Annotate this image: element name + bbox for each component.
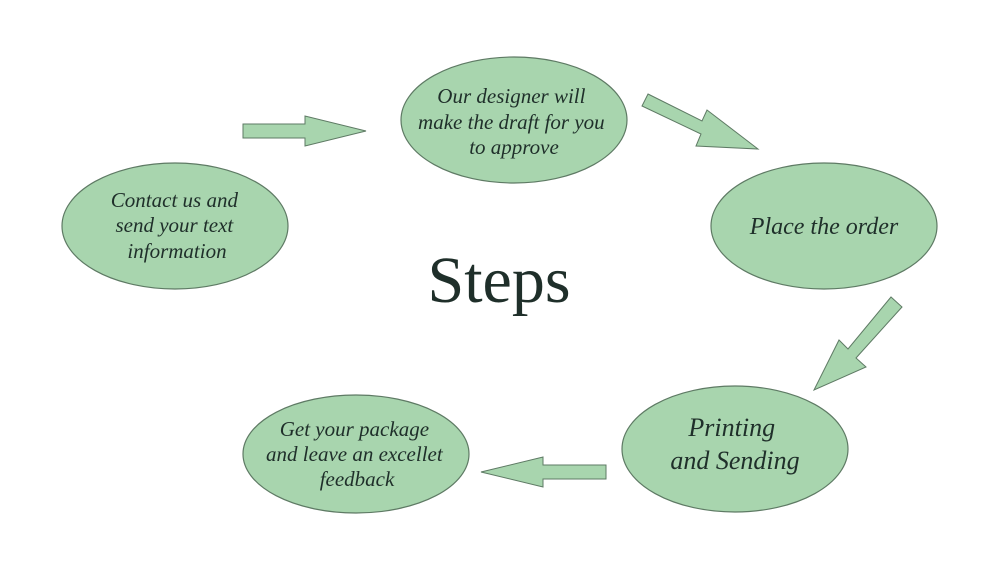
step-label-line: to approve [469, 135, 559, 159]
arrow-order-to-printing [812, 296, 903, 392]
step-designer-draft: Our designer will make the draft for you… [400, 56, 628, 184]
step-label-line: Get your package [280, 417, 429, 441]
arrow-printing-to-package [480, 456, 607, 488]
step-contact-us: Contact us and send your text informatio… [61, 162, 289, 290]
step-printing-sending: Printing and Sending [621, 385, 849, 513]
step-ellipse [242, 394, 470, 514]
step-label-line: information [127, 239, 226, 263]
arrow-designer-to-order [641, 93, 760, 150]
step-ellipse [621, 385, 849, 513]
step-label: Printing and Sending [670, 413, 799, 475]
arrow-contact-to-designer [242, 115, 367, 147]
step-label-line: make the draft for you [418, 110, 605, 134]
step-ellipse [61, 162, 289, 290]
step-label: Get your package and leave an excellet f… [266, 417, 448, 491]
step-label-line: Contact us and [111, 188, 239, 212]
step-get-package: Get your package and leave an excellet f… [242, 394, 470, 514]
step-label-line: send your text [115, 213, 234, 237]
step-label-line: feedback [320, 467, 395, 491]
diagram-title: Steps [427, 244, 570, 317]
step-label-line: and leave an excellet [266, 442, 444, 466]
step-label: Our designer will make the draft for you… [418, 84, 610, 159]
step-place-order: Place the order [710, 162, 938, 290]
step-label-line: Printing [687, 413, 775, 442]
step-label-line: Place the order [749, 214, 899, 240]
step-label: Contact us and send your text informatio… [111, 188, 243, 263]
step-label-line: Our designer will [437, 84, 585, 108]
step-label: Place the order [749, 214, 899, 240]
step-ellipse [710, 162, 938, 290]
step-ellipse [400, 56, 628, 184]
step-label-line: and Sending [670, 446, 799, 475]
